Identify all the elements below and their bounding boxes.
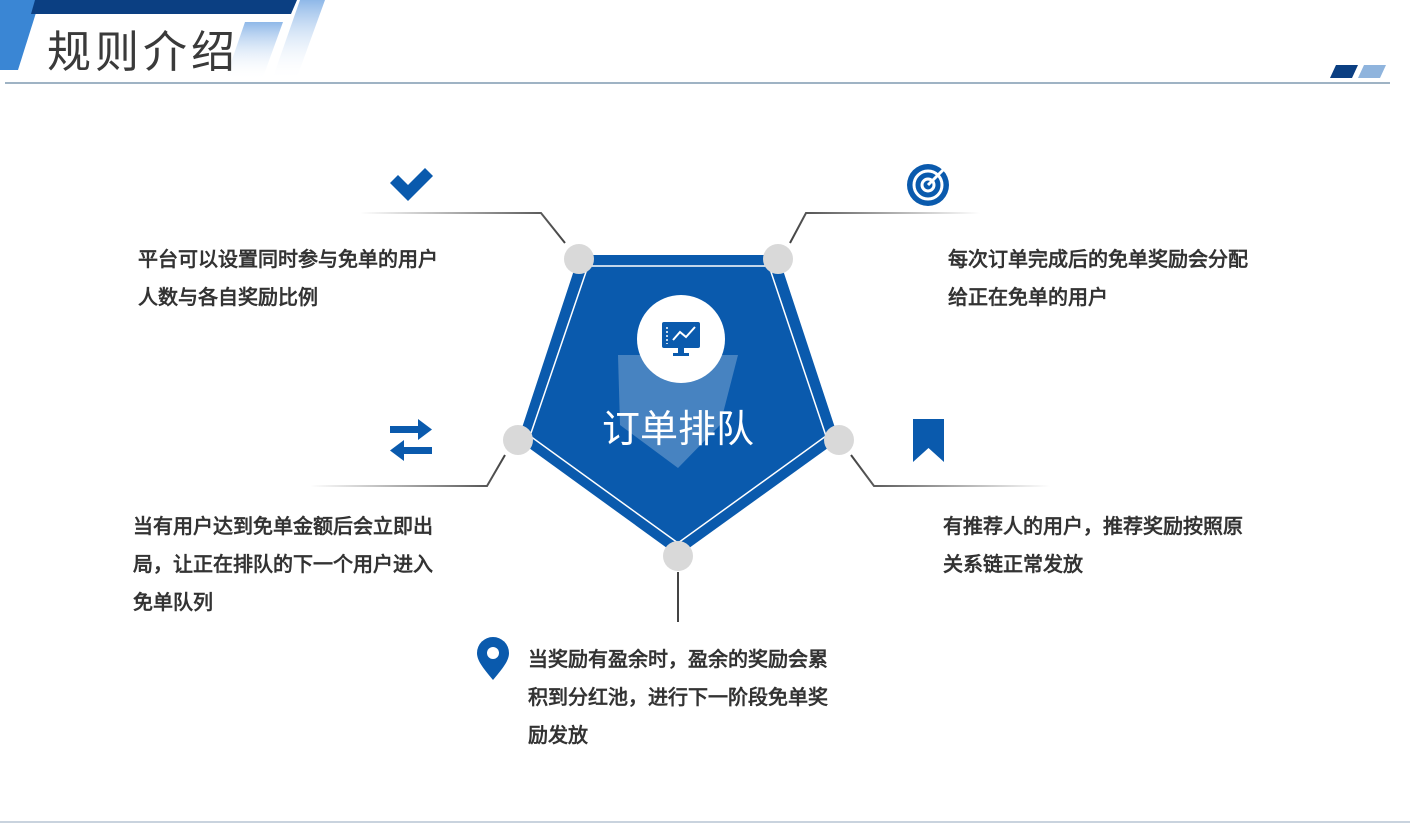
pentagon	[518, 255, 839, 556]
target-icon	[907, 164, 949, 206]
text-line: 人数与各自奖励比例	[138, 285, 318, 309]
item-text-bottom: 当奖励有盈余时，盈余的奖励会累 积到分红池，进行下一阶段免单奖 励发放	[528, 640, 828, 754]
page-title: 规则介绍	[47, 27, 239, 78]
text-line: 当有用户达到免单金额后会立即出	[133, 514, 433, 538]
item-text-right: 有推荐人的用户，推荐奖励按照原 关系链正常发放	[943, 507, 1243, 583]
center-label: 订单排队	[601, 407, 754, 451]
text-line: 免单队列	[133, 590, 213, 614]
text-line: 每次订单完成后的免单奖励会分配	[948, 247, 1248, 271]
text-line: 励发放	[528, 723, 588, 747]
text-line: 局，让正在排队的下一个用户进入	[133, 552, 433, 576]
text-line: 当奖励有盈余时，盈余的奖励会累	[528, 647, 828, 671]
bookmark-icon	[913, 419, 944, 462]
item-text-top-left: 平台可以设置同时参与免单的用户 人数与各自奖励比例	[138, 240, 438, 316]
monitor-chart-icon	[662, 322, 700, 356]
text-line: 积到分红池，进行下一阶段免单奖	[528, 685, 828, 709]
text-line: 有推荐人的用户，推荐奖励按照原	[943, 514, 1243, 538]
text-line: 关系链正常发放	[943, 552, 1083, 576]
nodes	[503, 244, 854, 571]
check-icon	[390, 168, 433, 201]
item-text-top-right: 每次订单完成后的免单奖励会分配 给正在免单的用户	[948, 240, 1248, 316]
connectors	[310, 212, 1050, 622]
text-line: 给正在免单的用户	[948, 285, 1108, 309]
swap-arrows-icon	[390, 419, 432, 461]
text-line: 平台可以设置同时参与免单的用户	[138, 247, 438, 271]
location-pin-icon	[477, 637, 509, 680]
item-text-left: 当有用户达到免单金额后会立即出 局，让正在排队的下一个用户进入 免单队列	[133, 507, 433, 621]
